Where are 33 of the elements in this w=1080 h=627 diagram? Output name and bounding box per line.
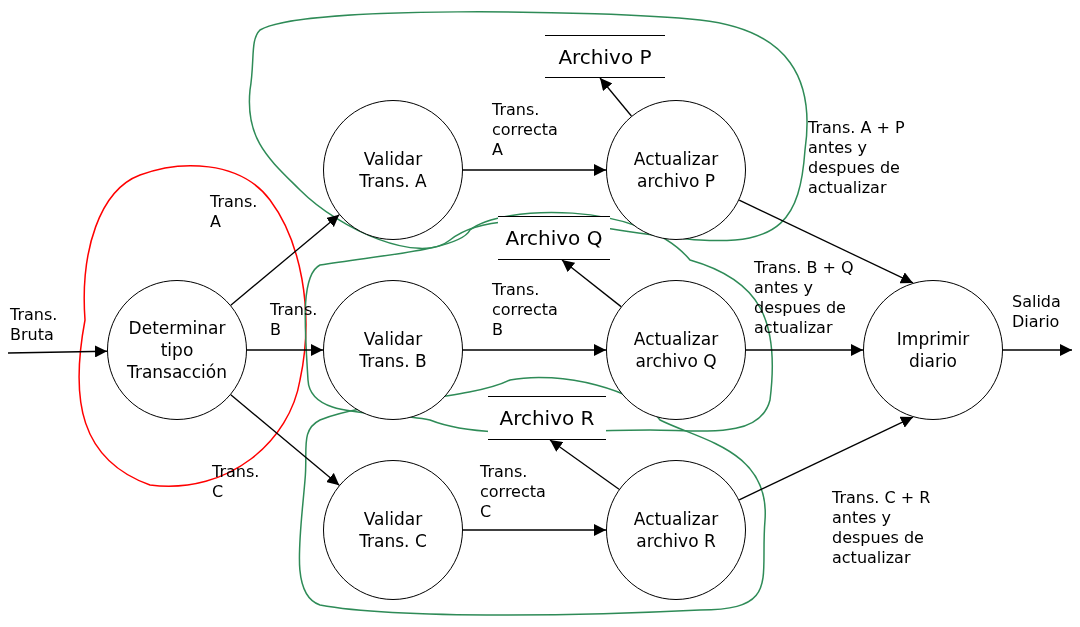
process-label: Determinar tipo Transacción bbox=[126, 317, 228, 383]
arrow bbox=[738, 416, 914, 501]
arrow bbox=[230, 394, 340, 486]
edge-label: Trans. correcta B bbox=[492, 280, 559, 340]
process-label: Imprimir diario bbox=[895, 328, 971, 372]
store-label: Archivo Q bbox=[505, 225, 603, 252]
arrow bbox=[462, 164, 607, 176]
arrow bbox=[738, 199, 914, 284]
process-label: Validar Trans. A bbox=[358, 148, 428, 192]
process-label: Validar Trans. B bbox=[358, 328, 428, 372]
edge-label: Trans. A + P antes y despues de actualizar bbox=[808, 118, 906, 198]
arrow bbox=[462, 344, 607, 356]
arrow bbox=[549, 439, 620, 490]
store-label: Archivo P bbox=[558, 43, 652, 71]
process-label: Actualizar archivo Q bbox=[632, 328, 720, 372]
arrow bbox=[599, 77, 633, 117]
store-label: Archivo R bbox=[499, 405, 595, 432]
edge-label: Salida Diario bbox=[1012, 292, 1062, 332]
arrow bbox=[7, 345, 108, 358]
process-label: Actualizar archivo P bbox=[632, 148, 720, 192]
process-label: Actualizar archivo R bbox=[632, 508, 720, 552]
arrow bbox=[561, 259, 622, 308]
arrow bbox=[462, 524, 607, 536]
arrow bbox=[745, 344, 864, 356]
process-label: Validar Trans. C bbox=[358, 508, 428, 552]
edge-label: Trans. correcta C bbox=[480, 462, 547, 522]
edge-label: Trans. correcta A bbox=[492, 100, 559, 160]
arrow bbox=[1002, 344, 1073, 356]
edge-label: Trans. Bruta bbox=[10, 305, 59, 345]
edge-label: Trans. C + R antes y despues de actualizar bbox=[832, 488, 932, 568]
edge-label: Trans. A bbox=[210, 192, 259, 232]
arrow bbox=[246, 344, 324, 356]
arrow bbox=[230, 214, 340, 306]
